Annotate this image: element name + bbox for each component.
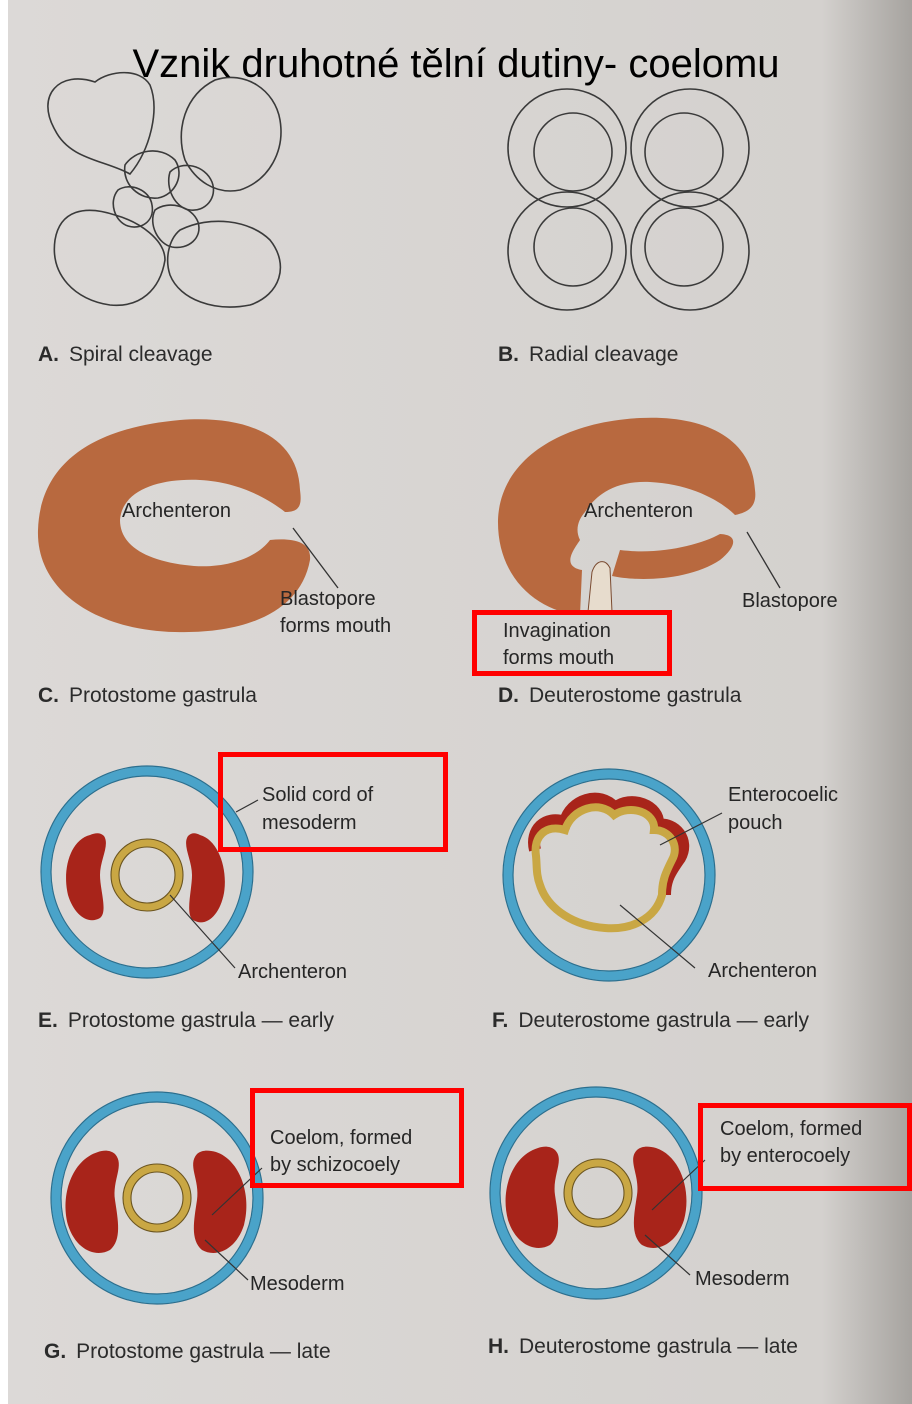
label-f-enterocoelic: Enterocoelic <box>728 781 838 810</box>
caption-a: A. Spiral cleavage <box>38 343 213 367</box>
label-c-forms-mouth: forms mouth <box>280 612 391 641</box>
caption-f-text: Deuterostome gastrula — early <box>518 1009 809 1032</box>
caption-c: C. Protostome gastrula <box>38 684 257 708</box>
caption-h-letter: H. <box>488 1335 509 1358</box>
caption-f: F. Deuterostome gastrula — early <box>492 1009 809 1033</box>
caption-f-letter: F. <box>492 1009 508 1032</box>
label-d-archenteron: Archenteron <box>584 497 693 526</box>
highlight-box-solid-cord <box>218 752 448 852</box>
label-g-mesoderm: Mesoderm <box>250 1270 344 1299</box>
caption-e-letter: E. <box>38 1009 58 1032</box>
label-d-blastopore: Blastopore <box>742 587 838 616</box>
caption-b-text: Radial cleavage <box>529 343 678 366</box>
caption-h-text: Deuterostome gastrula — late <box>519 1335 798 1358</box>
label-c-blastopore: Blastopore <box>280 585 376 614</box>
caption-c-text: Protostome gastrula <box>69 684 257 707</box>
caption-g-letter: G. <box>44 1340 66 1363</box>
label-c-archenteron: Archenteron <box>122 497 231 526</box>
highlight-box-schizocoely <box>250 1088 464 1188</box>
caption-d: D. Deuterostome gastrula <box>498 684 741 708</box>
caption-a-text: Spiral cleavage <box>69 343 213 366</box>
caption-d-letter: D. <box>498 684 519 707</box>
highlight-box-invagination <box>472 610 672 676</box>
caption-e: E. Protostome gastrula — early <box>38 1009 334 1033</box>
caption-e-text: Protostome gastrula — early <box>68 1009 334 1032</box>
label-h-mesoderm: Mesoderm <box>695 1265 789 1294</box>
label-e-archenteron: Archenteron <box>238 958 347 987</box>
caption-h: H. Deuterostome gastrula — late <box>488 1335 798 1359</box>
label-f-pouch: pouch <box>728 809 783 838</box>
caption-c-letter: C. <box>38 684 59 707</box>
caption-g: G. Protostome gastrula — late <box>44 1340 331 1364</box>
caption-g-text: Protostome gastrula — late <box>76 1340 330 1363</box>
highlight-box-enterocoely <box>698 1103 912 1191</box>
caption-b: B. Radial cleavage <box>498 343 678 367</box>
caption-d-text: Deuterostome gastrula <box>529 684 741 707</box>
caption-b-letter: B. <box>498 343 519 366</box>
label-f-archenteron: Archenteron <box>708 957 817 986</box>
caption-a-letter: A. <box>38 343 59 366</box>
slide-title: Vznik druhotné tělní dutiny- coelomu <box>0 42 912 87</box>
